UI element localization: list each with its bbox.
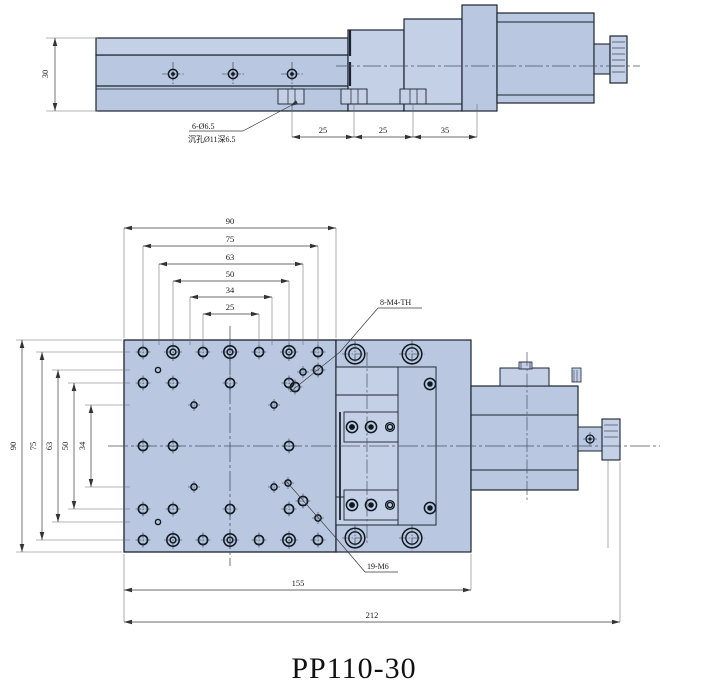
callout-lower-text: 19-M6: [367, 562, 389, 571]
plan-knob-center-screw: [583, 432, 597, 446]
plan-diag-leader-upper: [289, 351, 341, 393]
plan-clamp-screws-lower: [345, 498, 396, 512]
bottom-dim-text-155: 155: [292, 578, 305, 588]
plan-clamp-screws-upper: [345, 420, 396, 434]
side-motor-flange: [461, 4, 498, 112]
side-hole-1: [162, 62, 184, 86]
side-upper-rail: [95, 37, 349, 56]
plan-motor-cap: [499, 367, 550, 387]
counterbore-slot-3: [399, 88, 427, 105]
side-motor-body: [496, 12, 595, 104]
top-dim-text-63: 63: [226, 252, 235, 262]
side-dim-text-25a: 25: [319, 125, 328, 135]
counterbore-slot-2: [340, 88, 368, 105]
hole-callout-leader: [242, 100, 299, 132]
side-dim-text-25b: 25: [379, 125, 388, 135]
top-dim-text-34: 34: [226, 285, 235, 295]
drawing-title: PP110-30: [291, 652, 416, 685]
callout-upper-text: 8-M4-TH: [380, 298, 411, 307]
plan-motor-screw-right: [571, 367, 582, 383]
plan-diag-leader-lower: [285, 480, 337, 539]
top-dim-text-25: 25: [226, 302, 235, 312]
left-dim-text-50: 50: [60, 442, 70, 451]
side-height-dimension-text: 30: [40, 70, 50, 79]
left-dim-text-34: 34: [77, 441, 87, 450]
counterbore-slot-1: [277, 88, 305, 105]
callout-upper-leader: [339, 307, 379, 353]
top-dim-text-90: 90: [226, 216, 235, 226]
callout-lower-leader: [335, 537, 366, 573]
side-knurled-knob: [609, 35, 628, 84]
side-base-plate: [95, 54, 349, 112]
side-elevation-group: 30 6-Ø6.5 沉孔Ø11深6.5 25 25 35: [40, 4, 640, 144]
side-shaft: [593, 43, 611, 75]
left-dim-text-75: 75: [28, 442, 38, 451]
side-dim-text-35: 35: [441, 125, 450, 135]
plan-motor-body: [470, 385, 579, 491]
left-dim-text-63: 63: [44, 442, 54, 451]
top-dim-text-75: 75: [226, 234, 235, 244]
hole-callout-line2: 沉孔Ø11深6.5: [188, 135, 235, 144]
plan-motor-nub-inner: [520, 361, 531, 370]
top-dim-text-50: 50: [226, 269, 235, 279]
plan-knurled-knob: [601, 418, 621, 461]
plan-view-group: 90 75 63 50 34 25 90 75 63 50 34: [8, 216, 660, 625]
hole-callout-line1: 6-Ø6.5: [192, 122, 214, 131]
left-dim-text-90: 90: [8, 442, 18, 451]
side-hole-2: [222, 62, 244, 86]
bottom-dim-text-212: 212: [366, 610, 379, 620]
